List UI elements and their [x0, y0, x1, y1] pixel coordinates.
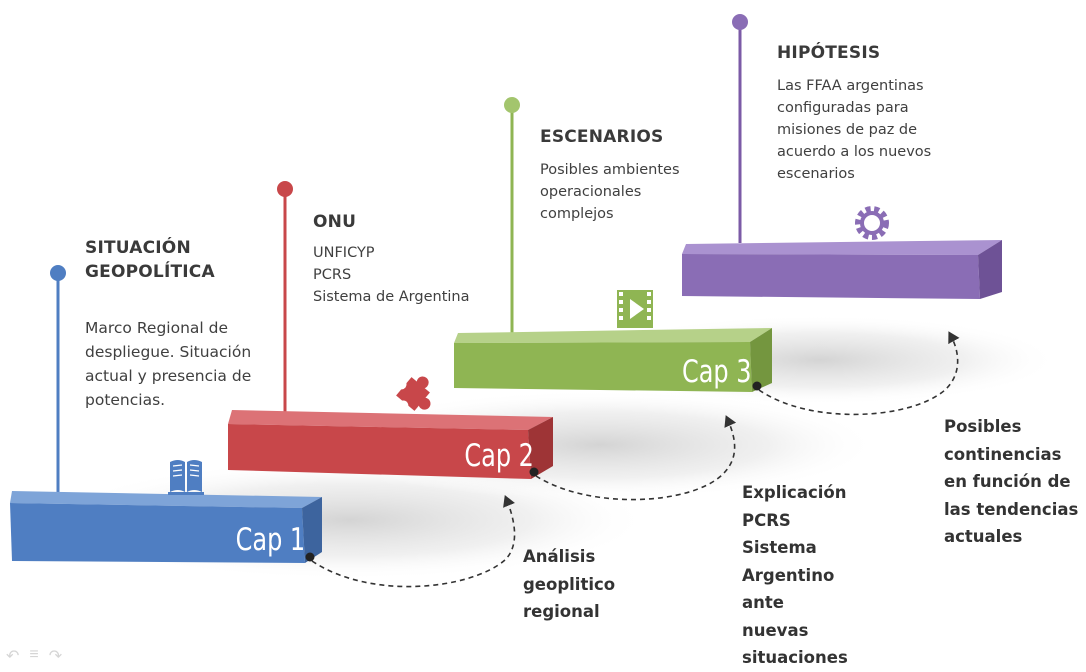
connector-1-dot	[305, 552, 315, 562]
step-3-title: ESCENARIOS	[540, 125, 663, 149]
note-2-line: situaciones	[742, 648, 848, 667]
connector-1-arrow	[311, 495, 516, 588]
step-2-pole-dot	[277, 181, 293, 197]
step-3-pole-dot	[504, 97, 520, 113]
step-2-front	[228, 424, 531, 479]
note-3: Posibles continencias en función de las …	[944, 413, 1078, 551]
step-3-description-line: operacionales	[540, 184, 642, 200]
note-2-line: nuevas	[742, 620, 809, 640]
step-2-description-line: PCRS	[313, 267, 352, 283]
note-2-line: Explicación	[742, 483, 847, 502]
forward-arrow-icon[interactable]: ↷	[48, 648, 63, 665]
cap-1-label: Cap 1	[236, 521, 306, 557]
step-4-description-line: acuerdo a los nuevos	[777, 144, 932, 160]
step-1-pole-dot	[50, 265, 66, 281]
puzzle-icon	[396, 376, 431, 411]
step-4-pole-dot	[732, 14, 748, 30]
note-1-line: regional	[523, 602, 600, 621]
connector-3-dot	[752, 381, 762, 391]
connector-3-arrow	[758, 331, 960, 416]
step-2-title: ONU	[313, 210, 356, 234]
step-4-platform	[682, 14, 1002, 299]
connector-3	[752, 331, 960, 416]
step-2-description-line: Sistema de Argentina	[313, 289, 470, 305]
step-3-side	[750, 328, 772, 392]
step-1-side	[302, 497, 322, 563]
slide-navigation: ↶ ≡ ↷	[6, 646, 62, 666]
cap-3-label: Cap 3	[682, 353, 752, 389]
step-3-top	[454, 328, 772, 343]
step-4-description-line: escenarios	[777, 166, 855, 182]
step-3-description: Posibles ambientes operacionales complej…	[540, 159, 680, 225]
note-2-line: Argentino	[742, 565, 835, 585]
note-1: Análisis geoplitico regional	[523, 543, 615, 626]
back-arrow-icon[interactable]: ↶	[6, 648, 20, 665]
connector-2-dot	[529, 467, 539, 477]
cap-2-label: Cap 2	[464, 437, 534, 473]
step-3-description-line: complejos	[540, 206, 614, 222]
step-3-front	[454, 342, 752, 392]
book-icon	[168, 460, 204, 495]
step-1-description-line: despliegue. Situación	[85, 343, 252, 361]
step-1-title: SITUACIÓN GEOPOLÍTICA	[85, 236, 215, 284]
note-3-line: actuales	[944, 527, 1023, 546]
step-3-platform: Cap 3	[454, 97, 772, 392]
step-2-top	[228, 410, 553, 430]
step-2-side	[528, 417, 553, 479]
note-1-line: geoplitico	[523, 574, 616, 594]
step-2-description: UNFICYP PCRS Sistema de Argentina	[313, 242, 469, 308]
gear-icon	[855, 206, 889, 240]
step-2-title-line: ONU	[313, 212, 357, 232]
menu-icon[interactable]: ≡	[29, 646, 39, 663]
step-3-title-line: ESCENARIOS	[540, 127, 664, 147]
step-4-title: HIPÓTESIS	[777, 41, 880, 65]
note-3-line: las tendencias	[944, 499, 1079, 519]
step-2-platform: Cap 2	[228, 181, 553, 479]
note-2-line: PCRS	[742, 510, 791, 530]
note-2-line: Sistema	[742, 538, 817, 557]
step-1-description-line: actual y presencia de	[85, 367, 252, 385]
step-4-front	[682, 254, 980, 299]
film-play-icon	[617, 290, 653, 328]
note-3-line: Posibles	[944, 417, 1022, 436]
step-2-description-line: UNFICYP	[313, 245, 375, 261]
step-1-description-line: potencias.	[85, 391, 166, 409]
step-4-top	[682, 240, 1002, 255]
step-1-title-line: SITUACIÓN	[85, 238, 191, 258]
step-3-description-line: Posibles ambientes	[540, 162, 680, 178]
step-4-description-line: configuradas para	[777, 100, 909, 116]
note-2-line: ante	[742, 593, 784, 612]
step-1-top	[10, 491, 322, 508]
step-4-title-line: HIPÓTESIS	[777, 43, 881, 63]
note-1-line: Análisis	[523, 547, 596, 566]
connector-2-arrow	[535, 415, 737, 501]
step-1-front	[10, 503, 305, 563]
step-1-description: Marco Regional de despliegue. Situación …	[85, 316, 251, 412]
step-4-description-line: misiones de paz de	[777, 122, 918, 138]
step-1-platform: Cap 1	[10, 265, 322, 563]
step-1-description-line: Marco Regional de	[85, 319, 229, 337]
note-3-line: en función de	[944, 472, 1071, 491]
note-2: Explicación PCRS Sistema Argentino ante …	[742, 479, 848, 672]
connector-2	[529, 415, 737, 501]
connector-1	[305, 495, 516, 588]
step-1-title-line: GEOPOLÍTICA	[85, 262, 215, 282]
note-3-line: continencias	[944, 444, 1062, 464]
step-4-side	[978, 240, 1002, 299]
step-4-description: Las FFAA argentinas configuradas para mi…	[777, 75, 931, 185]
step-4-description-line: Las FFAA argentinas	[777, 78, 924, 94]
